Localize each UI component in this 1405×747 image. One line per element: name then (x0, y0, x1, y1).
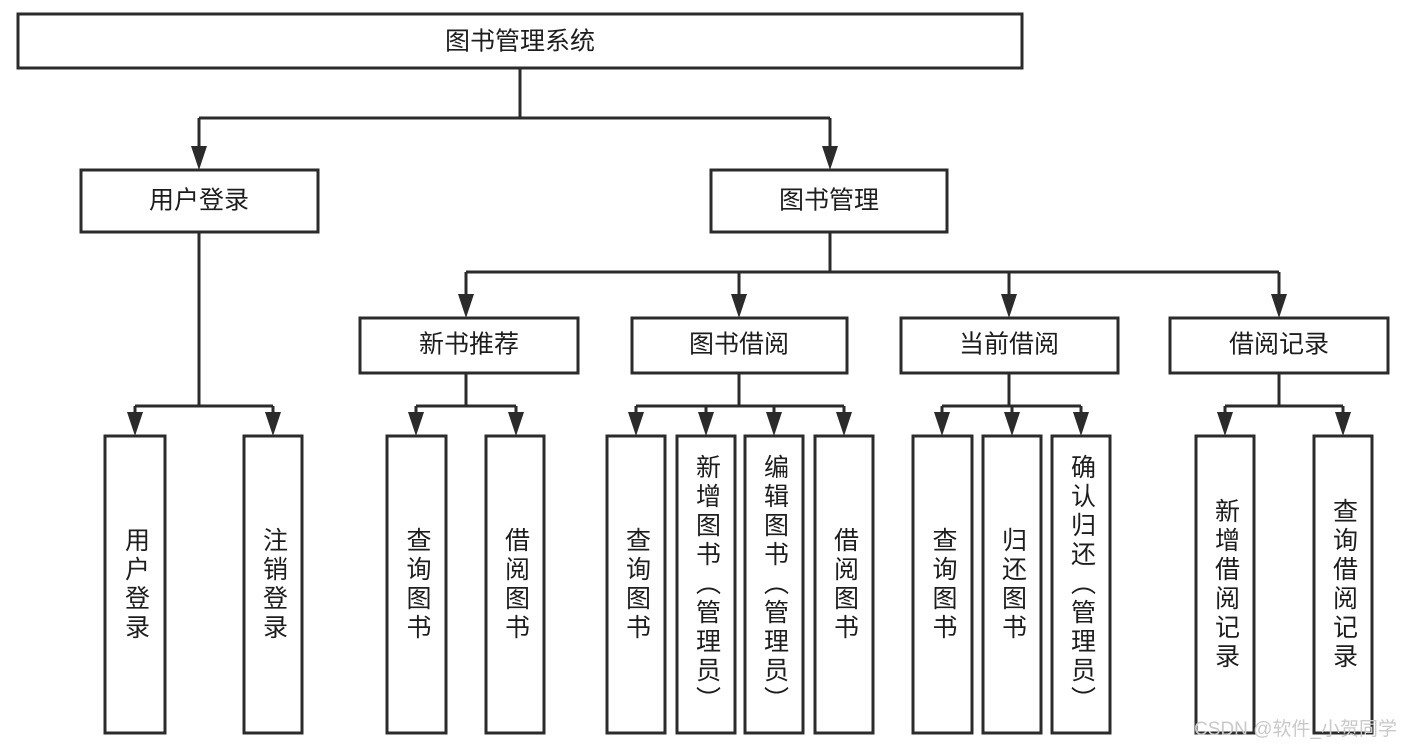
node-current-borrow-label: 当前借阅 (959, 331, 1059, 359)
arrow-head-book-manage (822, 146, 838, 170)
arrow-head-new-book-rec (458, 294, 474, 318)
arrow-head-leaf-add-record (1217, 412, 1233, 436)
arrow-head-leaf-borrow-book-b (836, 412, 852, 436)
node-leaf-add-record-box[interactable] (1194, 434, 1256, 735)
node-borrow-record-label: 借阅记录 (1229, 331, 1329, 359)
arrow-head-leaf-query-book-a (408, 412, 424, 436)
node-leaf-return-book[interactable] (981, 434, 1043, 735)
node-leaf-query-book-b-box[interactable] (605, 434, 667, 735)
arrow-head-leaf-query-book-c (934, 412, 950, 436)
node-leaf-return-book-box[interactable] (981, 434, 1043, 735)
node-book-borrow-label: 图书借阅 (689, 331, 789, 359)
node-book-manage[interactable]: 图书管理 (709, 168, 949, 234)
node-leaf-query-book-a[interactable] (385, 434, 448, 735)
node-borrow-record-box[interactable] (1168, 316, 1390, 375)
arrow-head-borrow-record (1271, 294, 1287, 318)
node-root-box[interactable] (16, 12, 1024, 70)
node-leaf-confirm-return[interactable] (1050, 434, 1112, 735)
node-leaf-borrow-book-a[interactable] (484, 434, 546, 735)
node-leaf-user-login-box[interactable] (103, 434, 167, 735)
node-leaf-query-book-a-box[interactable] (385, 434, 448, 735)
node-leaf-logout[interactable] (242, 434, 304, 735)
node-new-book-recommend[interactable]: 新书推荐 (358, 316, 580, 375)
node-book-borrow-box[interactable] (630, 316, 849, 375)
node-leaf-borrow-book-b-box[interactable] (813, 434, 875, 735)
arrow-head-user-login (191, 146, 207, 170)
arrow-head-leaf-logout (265, 412, 281, 436)
arrow-head-leaf-query-record (1335, 412, 1351, 436)
node-new-book-recommend-box[interactable] (358, 316, 580, 375)
node-root[interactable]: 图书管理系统 (16, 12, 1024, 70)
node-leaf-borrow-book-b[interactable] (813, 434, 875, 735)
node-leaf-query-book-c[interactable] (911, 434, 974, 735)
node-leaf-confirm-return-box[interactable] (1050, 434, 1112, 735)
arrow-head-leaf-edit-book (766, 412, 782, 436)
node-leaf-add-book[interactable] (675, 434, 737, 735)
arrow-head-book-borrow (731, 294, 747, 318)
node-leaf-user-login[interactable] (103, 434, 167, 735)
node-new-book-recommend-label: 新书推荐 (419, 331, 519, 359)
node-current-borrow-box[interactable] (899, 316, 1120, 375)
arrow-head-leaf-user-login (127, 412, 143, 436)
node-leaf-borrow-book-a-box[interactable] (484, 434, 546, 735)
node-leaf-query-record[interactable] (1312, 434, 1374, 735)
node-borrow-record[interactable]: 借阅记录 (1168, 316, 1390, 375)
node-book-manage-box[interactable] (709, 168, 949, 234)
node-user-login-box[interactable] (79, 168, 320, 234)
node-leaf-add-book-box[interactable] (675, 434, 737, 735)
node-leaf-query-book-c-box[interactable] (911, 434, 974, 735)
node-leaf-query-book-b[interactable] (605, 434, 667, 735)
node-leaf-edit-book-box[interactable] (743, 434, 805, 735)
csdn-watermark: CSDN @软件_小贺同学 (1194, 719, 1397, 740)
node-leaf-edit-book[interactable] (743, 434, 805, 735)
node-leaf-add-record[interactable] (1194, 434, 1256, 735)
node-book-borrow[interactable]: 图书借阅 (630, 316, 849, 375)
arrow-head-leaf-add-book (698, 412, 714, 436)
arrow-head-leaf-confirm-return (1073, 412, 1089, 436)
arrow-head-leaf-query-book-b (628, 412, 644, 436)
node-current-borrow[interactable]: 当前借阅 (899, 316, 1120, 375)
arrow-head-leaf-return-book (1004, 412, 1020, 436)
node-user-login[interactable]: 用户登录 (79, 168, 320, 234)
node-root-label: 图书管理系统 (445, 28, 595, 56)
node-book-manage-label: 图书管理 (779, 187, 879, 215)
node-user-login-label: 用户登录 (149, 187, 249, 215)
connector-group (127, 68, 1351, 436)
node-leaf-query-record-box[interactable] (1312, 434, 1374, 735)
node-leaf-logout-box[interactable] (242, 434, 304, 735)
arrow-head-leaf-borrow-book-a (508, 412, 524, 436)
arrow-head-current-borrow (1001, 294, 1017, 318)
